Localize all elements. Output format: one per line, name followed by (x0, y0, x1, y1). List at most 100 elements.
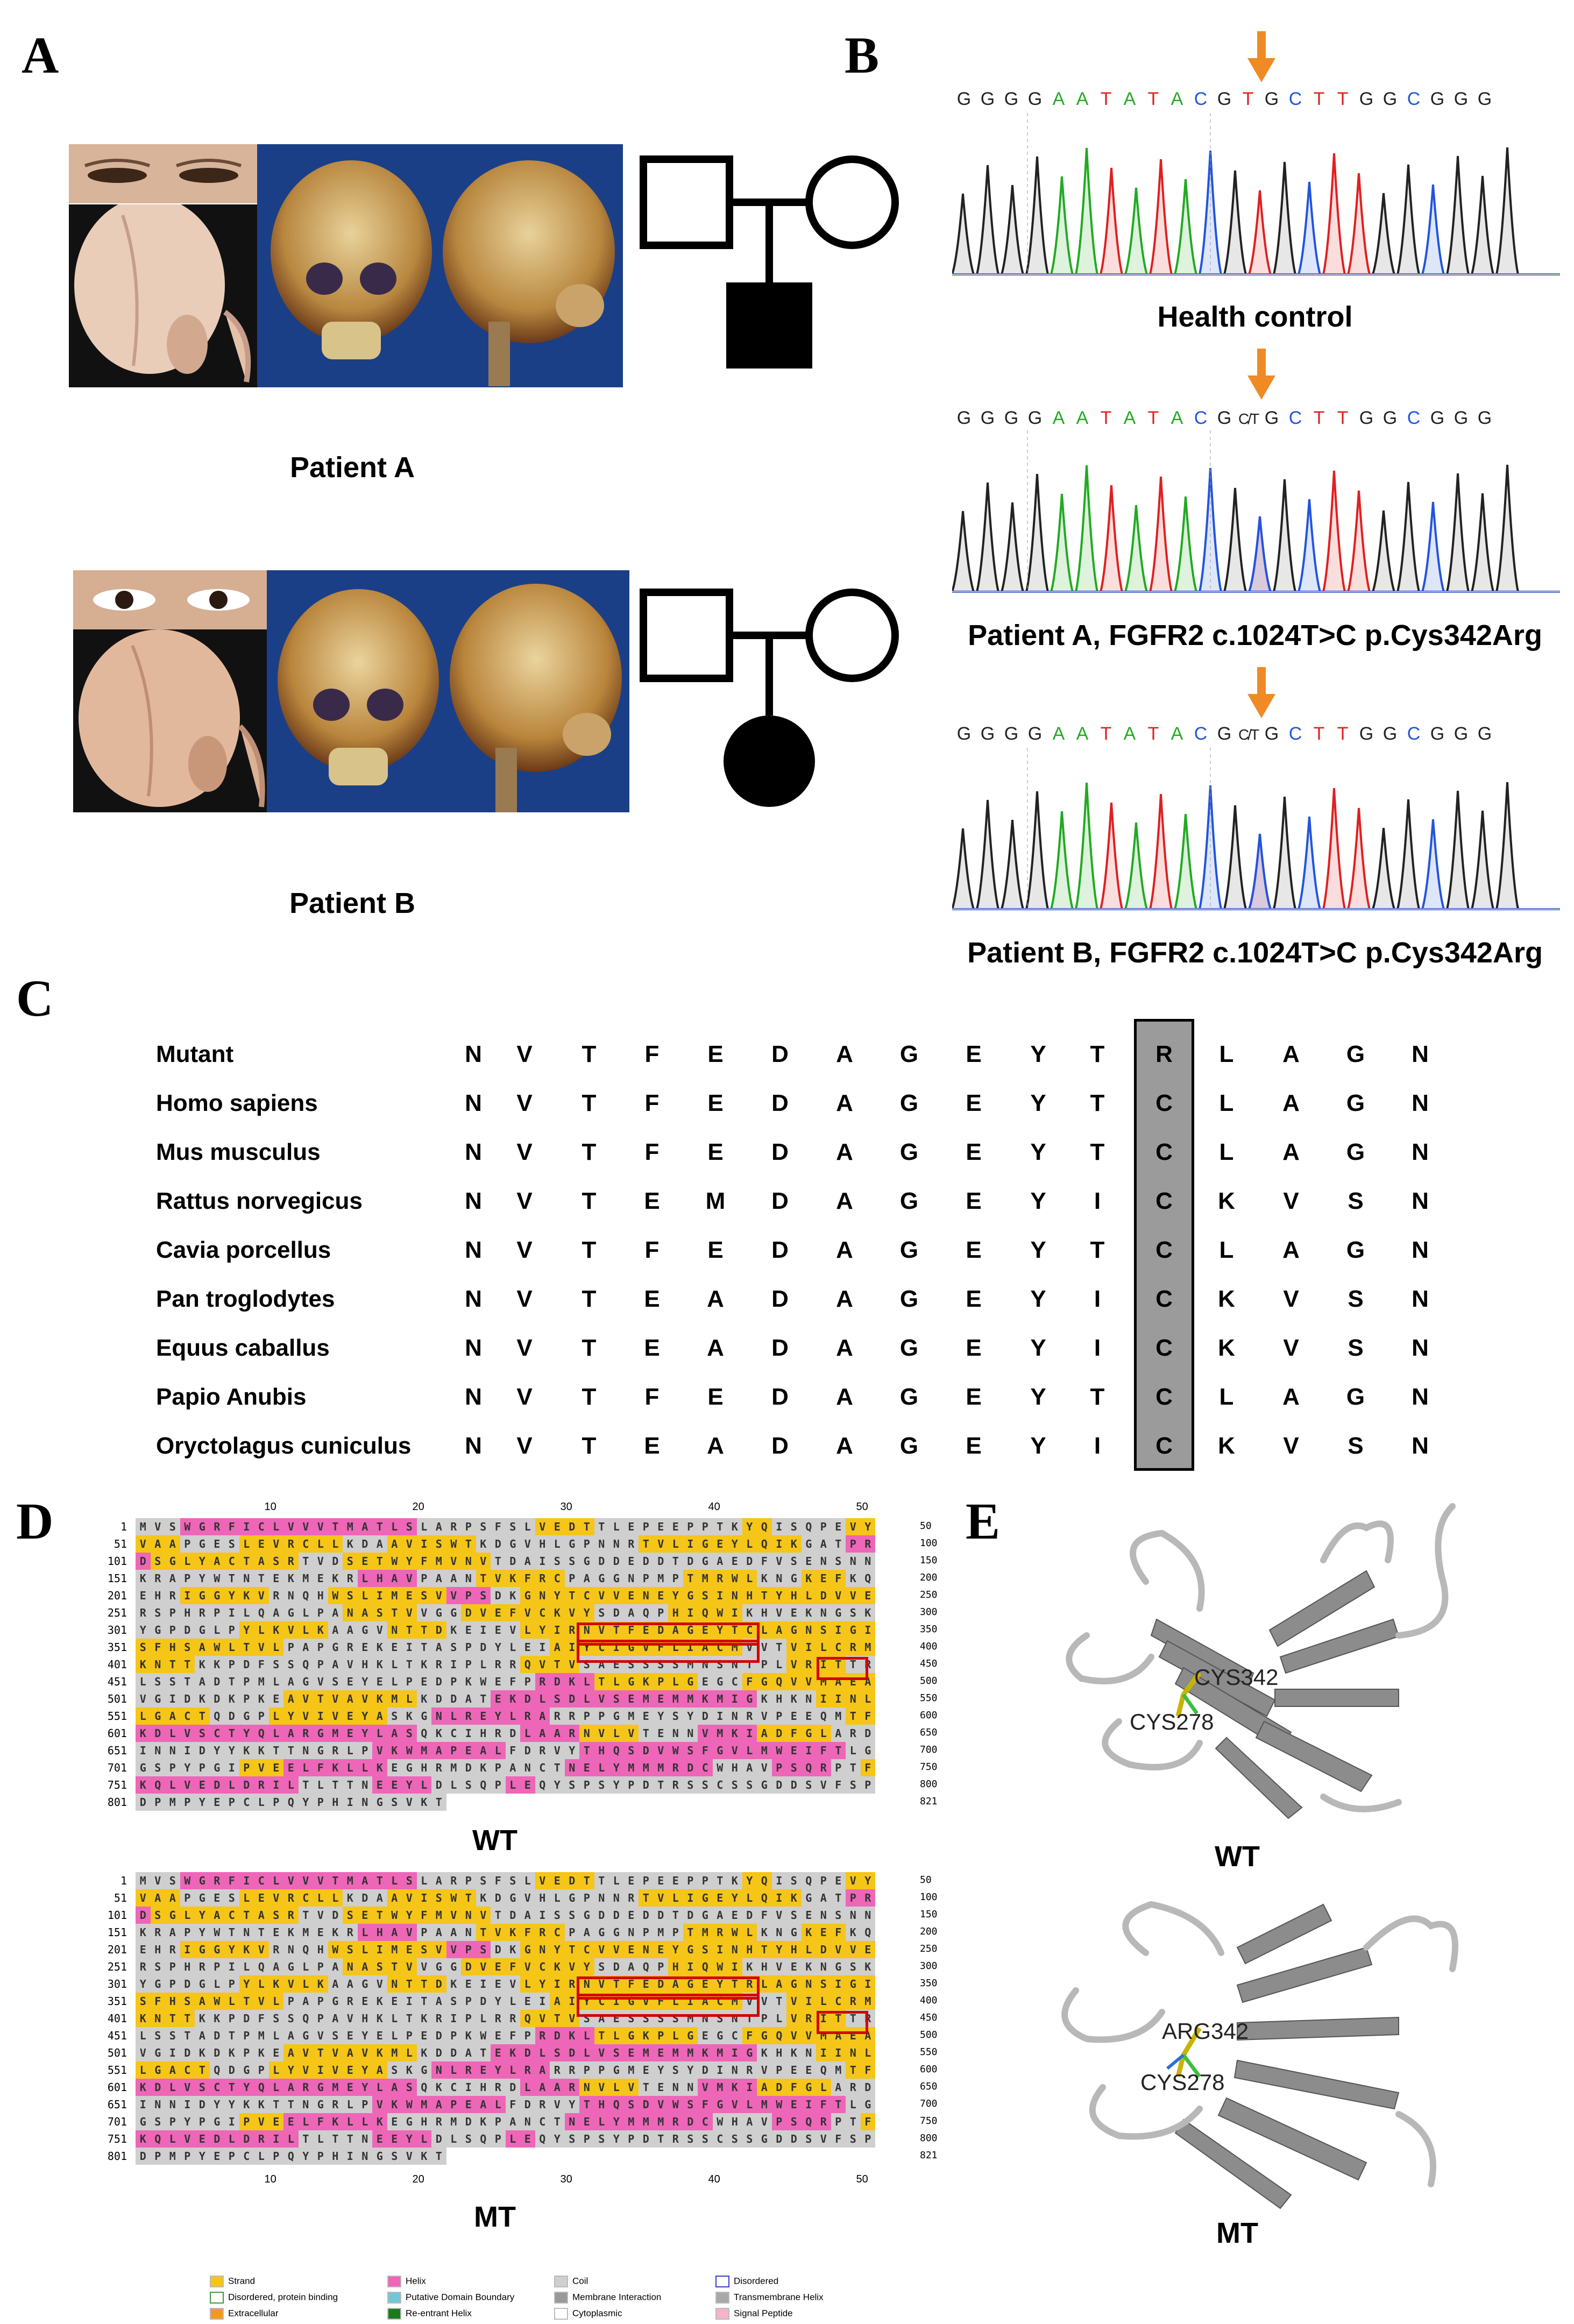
residue: P (461, 1872, 476, 1889)
highlight-box-mt-2 (577, 1994, 760, 2017)
residue: P (254, 2061, 269, 2079)
residue: R (816, 1759, 831, 1776)
residue: S (698, 1941, 713, 1958)
pedigree-b (640, 589, 899, 807)
residue: D (209, 1776, 224, 1794)
residue: G (801, 1535, 816, 1553)
amino-acid: R (1155, 1041, 1173, 1067)
amino-acid: G (1346, 1090, 1365, 1116)
residue: G (786, 1621, 802, 1639)
residue: L (239, 1958, 254, 1975)
residue: L (328, 1889, 343, 1907)
line-start-position: 651 (107, 2098, 127, 2111)
legend-swatch (554, 2308, 568, 2320)
residue: A (165, 1570, 180, 1587)
residue: T (298, 1907, 313, 1924)
residue: K (860, 1958, 875, 1975)
ruler-tick: 20 (412, 1501, 424, 1513)
residue: D (150, 2079, 165, 2096)
base-letter: T (1313, 89, 1325, 109)
residue: L (254, 1975, 269, 1993)
residue: H (757, 1604, 772, 1621)
residue: V (816, 2130, 831, 2148)
residue: C (180, 2061, 195, 2079)
residue: D (698, 1707, 713, 1725)
line-start-position: 201 (107, 1589, 127, 1602)
residue: K (416, 1794, 431, 1811)
residue: K (476, 1759, 491, 1776)
residue: K (431, 2079, 446, 2096)
residue: V (328, 2061, 343, 2079)
residue: D (816, 1587, 831, 1604)
residue: P (357, 1742, 372, 1759)
residue: E (653, 1725, 668, 1742)
residue: R (668, 1759, 683, 1776)
residue: H (357, 2010, 372, 2027)
residue: V (698, 1725, 713, 1742)
residue: V (786, 1673, 802, 1690)
residue: M (653, 1570, 668, 1587)
residue: L (609, 1673, 624, 1690)
residue: N (846, 2044, 861, 2061)
residue: K (372, 1690, 387, 1707)
line-start-position: 801 (107, 2150, 127, 2163)
amino-acid: N (1412, 1237, 1429, 1263)
residue: K (136, 2010, 151, 2027)
residue: L (268, 1993, 283, 2010)
residue: M (431, 1907, 446, 1924)
residue: S (727, 2130, 742, 2148)
residue: A (387, 1535, 402, 1553)
line-end-position: 500 (920, 1675, 938, 1687)
residue: Q (298, 1656, 313, 1673)
residue: R (712, 1924, 727, 1941)
residue: V (594, 1587, 609, 1604)
residue: T (712, 1872, 727, 1889)
residue: L (254, 2148, 269, 2165)
residue: T (180, 1673, 195, 1690)
residue: V (254, 1587, 269, 1604)
residue: L (343, 2096, 358, 2113)
residue: P (831, 2113, 846, 2130)
residue: M (683, 1690, 698, 1707)
base-letter: C/T (1238, 410, 1259, 427)
residue: H (771, 2044, 786, 2061)
base-letter: G (1430, 724, 1445, 744)
amino-acid: F (644, 1237, 660, 1263)
residue: K (786, 2044, 802, 2061)
residue: Q (609, 2096, 624, 2113)
amino-acid: D (771, 1090, 789, 1116)
residue: L (165, 2079, 180, 2096)
residue: T (712, 1518, 727, 1535)
residue: D (461, 1958, 476, 1975)
protein-structure-mt: ARG342 CYS278 (1061, 1901, 1458, 2209)
residue: S (816, 1621, 831, 1639)
residue: C (579, 1587, 594, 1604)
line-start-position: 551 (107, 1710, 127, 1723)
line-start-position: 701 (107, 1761, 127, 1774)
residue: E (343, 1673, 358, 1690)
highlight-box-wt-3 (817, 1657, 868, 1680)
residue: I (683, 1535, 698, 1553)
residue: V (328, 1707, 343, 1725)
residue: E (550, 1872, 565, 1889)
residue: V (298, 2044, 313, 2061)
residue: S (328, 1673, 343, 1690)
residue: K (195, 2010, 210, 2027)
residue: A (328, 2010, 343, 2027)
amino-acid: N (465, 1090, 482, 1116)
residue: D (653, 1907, 668, 1924)
residue: R (846, 1639, 861, 1656)
residue: K (313, 1621, 328, 1639)
residue: Q (535, 2130, 550, 2148)
residue: C (712, 2130, 727, 2148)
residue: P (683, 1872, 698, 1889)
residue: P (165, 1759, 180, 1776)
residue: T (387, 1604, 402, 1621)
residue: S (416, 1587, 431, 1604)
residue: R (328, 2096, 343, 2113)
amino-acid: C (1155, 1188, 1173, 1214)
residue: G (520, 1587, 535, 1604)
